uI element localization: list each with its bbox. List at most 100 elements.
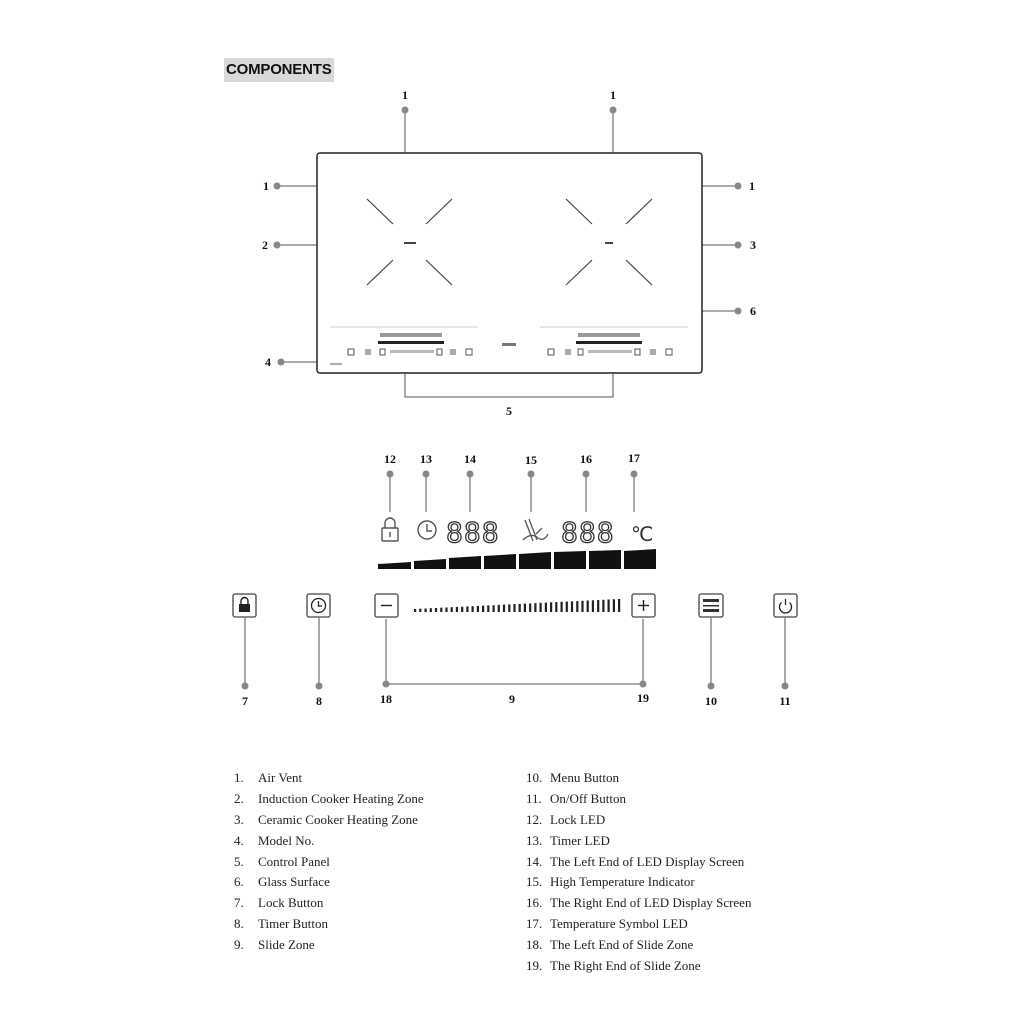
slide-zone-tick — [502, 604, 506, 612]
legend-item: 13.Timer LED — [526, 831, 751, 852]
slide-zone-tick — [534, 603, 537, 612]
slide-zone-tick — [476, 605, 479, 612]
legend-item: 7.Lock Button — [234, 893, 424, 914]
legend-item-text: The Left End of Slide Zone — [550, 937, 694, 953]
legend-item-text: The Right End of LED Display Screen — [550, 895, 752, 911]
callout-19: 19 — [637, 691, 649, 705]
slide-zone-tick — [539, 602, 542, 612]
callout-17: 17 — [628, 451, 640, 465]
slide-zone-tick — [487, 605, 490, 612]
callout-18: 18 — [380, 692, 392, 706]
lock-led-icon — [381, 517, 399, 542]
legend-item: 5.Control Panel — [234, 852, 424, 873]
legend-item: 17.Temperature Symbol LED — [526, 914, 751, 935]
legend-item: 4. Model No. — [234, 831, 424, 852]
power-level-bars — [378, 549, 656, 569]
slide-zone-tick — [560, 601, 563, 612]
cooktop-outline — [316, 152, 703, 374]
legend-item-text: The Left End of LED Display Screen — [550, 853, 745, 869]
slide-zone-tick — [471, 606, 474, 612]
legend-item-number: 12. — [526, 811, 543, 827]
callout-2: 2 — [262, 238, 268, 252]
legend-item: 11.On/Off Button — [526, 789, 751, 810]
callout-1-left: 1 — [263, 179, 269, 193]
legend-item: 8. Timer Button — [234, 914, 424, 935]
legend-item-text: Lock LED — [550, 811, 606, 827]
callout-15: 15 — [525, 453, 537, 467]
legend-item-text: Induction Cooker Heating Zone — [258, 790, 424, 806]
legend-item-number: 14. — [526, 853, 543, 869]
timer-button[interactable] — [306, 593, 331, 618]
slide-zone-tick — [455, 606, 458, 612]
legend-item-text: Timer LED — [550, 832, 610, 848]
slide-zone-tick — [602, 599, 605, 612]
slide-zone-tick — [497, 604, 500, 612]
legend-item-number: 8. — [234, 916, 244, 932]
slide-zone-tick — [570, 601, 574, 612]
slide-zone-tick — [518, 603, 521, 612]
slide-zone-tick — [550, 602, 553, 612]
slide-zone-tick — [555, 602, 558, 612]
callout-1-right: 1 — [749, 179, 755, 193]
legend-item-number: 7. — [234, 895, 244, 911]
legend-item: 16.The Right End of LED Display Screen — [526, 893, 751, 914]
slide-zone-tick — [450, 607, 453, 612]
legend-item-number: 10. — [526, 770, 543, 785]
callout-6: 6 — [750, 304, 756, 318]
legend-item-text: Menu Button — [550, 770, 619, 785]
slide-zone-tick — [440, 607, 443, 612]
mini-control-panel-left — [330, 326, 478, 356]
section-heading: COMPONENTS — [224, 58, 334, 82]
slide-zone-tick — [466, 606, 469, 612]
timer-led-icon — [417, 520, 437, 540]
legend-item-text: Air Vent — [258, 770, 303, 785]
callout-7: 7 — [242, 694, 248, 708]
lock-button[interactable] — [232, 593, 257, 618]
legend-item-text: Timer Button — [258, 916, 328, 932]
callout-1-top-right: 1 — [610, 88, 616, 102]
legend-item: 14. The Left End of LED Display Screen — [526, 852, 751, 873]
legend-item-text: Temperature Symbol LED — [550, 916, 688, 932]
slide-zone-tick — [581, 600, 584, 612]
slide-zone-tick — [576, 601, 579, 612]
legend-item-number: 18. — [526, 937, 543, 953]
slide-zone-tick — [586, 600, 589, 612]
slide-zone-tick — [523, 603, 526, 612]
slide-zone[interactable] — [414, 599, 621, 612]
slide-zone-tick — [461, 606, 464, 612]
slide-minus-button[interactable] — [374, 593, 399, 618]
slide-zone-tick — [508, 604, 511, 612]
slide-zone-tick — [482, 605, 485, 612]
on-off-button[interactable] — [773, 593, 798, 618]
legend-item: 9.Slide Zone — [234, 935, 424, 956]
menu-button[interactable] — [698, 593, 724, 618]
legend-item-number: 6. — [234, 874, 244, 890]
slide-zone-tick — [429, 608, 432, 612]
legend-item: 10. Menu Button — [526, 768, 751, 789]
callout-3: 3 — [750, 238, 756, 252]
legend-item-number: 4. — [234, 832, 244, 848]
legend-item: 18. The Left End of Slide Zone — [526, 935, 751, 956]
plus-icon — [638, 600, 649, 611]
legend-item-text: Glass Surface — [258, 874, 330, 890]
slide-zone-tick — [612, 599, 615, 612]
slide-plus-button[interactable] — [631, 593, 656, 618]
legend-item-text: High Temperature Indicator — [550, 874, 695, 890]
legend-item-number: 11. — [526, 790, 542, 806]
slide-zone-tick — [424, 608, 427, 612]
legend-item-number: 15. — [526, 874, 543, 890]
power-icon — [778, 599, 793, 614]
slide-zone-tick — [445, 607, 448, 612]
legend-item: 19.The Right End of Slide Zone — [526, 956, 751, 977]
legend-item-text: Model No. — [258, 832, 315, 848]
callout-10: 10 — [705, 694, 717, 708]
legend-item: 1.Air Vent — [234, 768, 424, 789]
slide-zone-tick — [513, 604, 516, 612]
legend-item: 6. Glass Surface — [234, 872, 424, 893]
legend-item-number: 2. — [234, 790, 244, 806]
legend-item: 2. Induction Cooker Heating Zone — [234, 789, 424, 810]
clock-icon — [310, 597, 327, 614]
legend-item-text: The Right End of Slide Zone — [550, 958, 701, 974]
